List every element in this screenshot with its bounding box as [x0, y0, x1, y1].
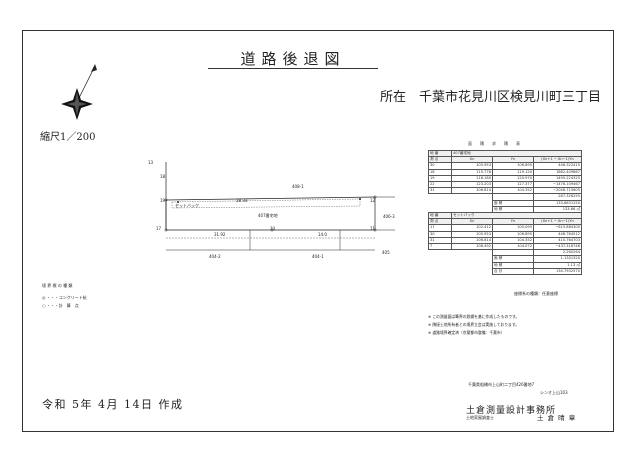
- plan-setback-arrow: セットバック: [175, 203, 199, 208]
- total-value: 134.7932570: [533, 267, 582, 275]
- table-row: 合 計 134.7932570: [429, 267, 582, 275]
- page-title: 道路後退図: [240, 50, 346, 68]
- north-arrow-icon: [61, 64, 97, 120]
- plan-lot-404-2: 404-2: [209, 254, 221, 259]
- location-text: 所在 千葉市花見川区検見川町三丁目: [380, 90, 602, 105]
- plan-point-17: 17: [156, 226, 162, 231]
- legend-item: ◎ ・・・コンクリート杭: [42, 295, 87, 300]
- plan-lot-405: 405: [382, 250, 390, 255]
- note-line: ※ 隣接土地所有者との境界立会は実施しております。: [428, 322, 520, 327]
- plan-lot-404-1: 404-1: [312, 254, 324, 259]
- area-table: 地 番 407番宅地 測 点 Xn Yn (Xn+1 − Xn−1)Yn 30 …: [428, 149, 582, 213]
- plan-lot-408-1: 408-1: [292, 184, 304, 189]
- plan-lot-main: 407番宅地: [258, 213, 278, 218]
- table-row: 31 106.814 104.352 −2048.715605: [428, 187, 582, 195]
- company-address: 千葉県船橋市上山町二丁目426番地7: [468, 382, 535, 387]
- area-footer-value: 133.66 ㎡: [533, 205, 582, 213]
- note-line: ※ この測量図は筆界の鉄鋼を基に作成したものです。: [428, 314, 520, 319]
- company-address-building: シンオ上山103: [540, 390, 568, 395]
- plan-point-13: 13: [148, 160, 154, 165]
- title-underline: [208, 68, 378, 69]
- scale-text: 縮尺1／200: [40, 132, 96, 143]
- legend-item: ○ ・・・計 算 点: [42, 303, 79, 308]
- plan-lot-406-3: 406-3: [383, 214, 395, 219]
- note-line: ※ 道路境界確定済（京葉都市整備：千葉市）: [428, 330, 505, 335]
- plan-dim-bottom: 31.92: [214, 232, 226, 237]
- plan-point-10: 10: [270, 226, 276, 231]
- plan-dim-bottom-right: 14.0: [318, 232, 327, 237]
- setback-table: 地 番 セットバック 測 点 Xn Yn (Xn+1 − Xn−1)Yn 17 …: [428, 211, 582, 275]
- plan-point-18: 18: [160, 174, 166, 179]
- plan-point-12: 12: [370, 198, 376, 203]
- company-name: 土倉測量設計事務所: [466, 406, 557, 416]
- plan-dim-top: 28.33: [236, 198, 248, 203]
- total-label: 合 計: [492, 267, 534, 275]
- survey-method: 座標系の種類：任意座標: [514, 291, 558, 296]
- plan-point-11: 11: [370, 226, 376, 231]
- area-table-title: 面 積 求 積 表: [468, 141, 522, 146]
- table-row: 地 積 133.66 ㎡: [429, 205, 582, 213]
- plan-point-19: 19: [160, 198, 166, 203]
- site-plan: [164, 162, 395, 251]
- legend-title: 境 界 標 の 種 類: [42, 283, 73, 288]
- engineer-name: 土 倉 晴 章: [537, 414, 577, 422]
- engineer-label: 土地家屋調査士: [466, 415, 494, 420]
- creation-date: 令和 5年 4月 14日 作成: [42, 398, 184, 411]
- drawing-sheet: [22, 30, 614, 432]
